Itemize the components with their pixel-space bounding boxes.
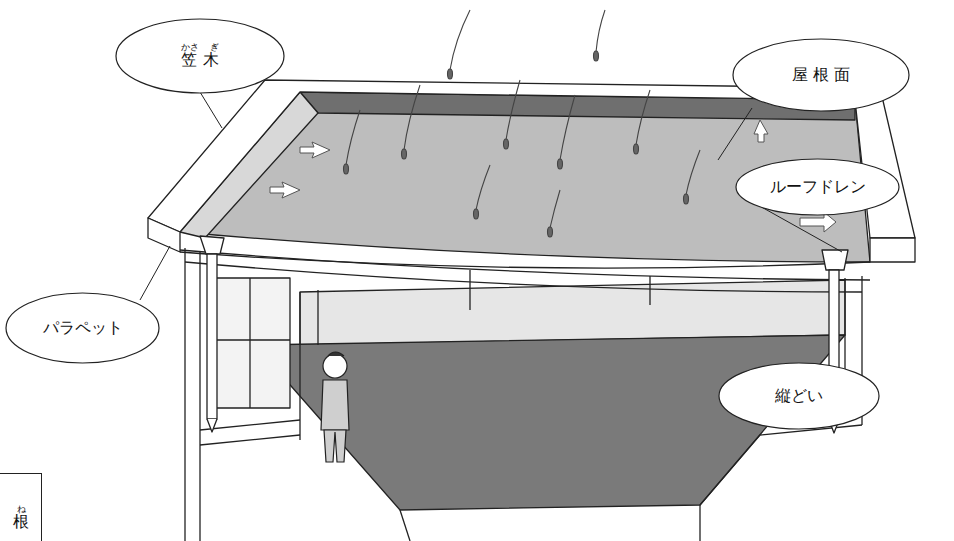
- rain-line: [596, 10, 605, 52]
- box-outline: [0, 474, 42, 541]
- rain: [344, 10, 701, 237]
- furigana: ね: [17, 505, 26, 514]
- raindrop: [474, 209, 479, 219]
- leader-line: [718, 108, 752, 160]
- person-body: [321, 380, 349, 430]
- floor-slab: [200, 435, 300, 445]
- parapet-front: [870, 238, 915, 262]
- bubble-outline: [6, 293, 159, 363]
- left-wall: [199, 252, 200, 541]
- callout-bubble: パラペット: [5, 292, 160, 364]
- leader-line: [200, 92, 222, 128]
- window-frame: [249, 278, 250, 408]
- leader-lines: [140, 92, 842, 390]
- window: [210, 278, 290, 408]
- downspout: [207, 254, 217, 419]
- callout-text: ルーフドレン: [770, 179, 866, 196]
- person-hair: [328, 352, 344, 356]
- person-head: [323, 354, 347, 378]
- rain-line: [560, 95, 575, 160]
- raindrop: [634, 144, 639, 154]
- rain-line: [346, 110, 360, 165]
- raindrop: [504, 139, 509, 149]
- rain-line: [450, 10, 470, 70]
- callout-text: 笠 木: [181, 52, 218, 69]
- floor-edge: [700, 425, 862, 505]
- callout-bubble: 縦どい: [718, 362, 880, 430]
- furigana: かさ ぎ: [181, 43, 220, 52]
- rain-line: [404, 85, 420, 150]
- callout-bubble: ルーフドレン: [735, 158, 900, 216]
- floor-edge: [400, 510, 410, 541]
- rain-line: [686, 150, 700, 195]
- column: [299, 292, 300, 440]
- roof-edge: [180, 252, 870, 268]
- raindrop: [594, 51, 599, 61]
- flow-arrow: [754, 120, 768, 142]
- callout-text: 縦どい: [775, 388, 823, 405]
- beam: [649, 276, 650, 305]
- bubble-outline: [736, 159, 899, 215]
- floor-edge: [699, 505, 700, 541]
- person: [321, 352, 349, 462]
- left-wall: [184, 248, 185, 541]
- window-frame: [210, 339, 290, 340]
- rain-line: [550, 190, 560, 228]
- raindrop: [402, 149, 407, 159]
- callout-text: パラペット: [43, 320, 123, 337]
- raindrop: [548, 227, 553, 237]
- parapet-front: [148, 218, 180, 252]
- person-legs: [324, 430, 346, 462]
- callout-text: 根: [13, 514, 29, 531]
- raindrop: [448, 69, 453, 79]
- bubble-outline: [733, 39, 909, 111]
- raindrop: [684, 194, 689, 204]
- rain-line: [476, 165, 490, 210]
- column: [317, 290, 318, 345]
- flow-arrow: [207, 419, 217, 432]
- bubble-outline: [116, 19, 284, 93]
- cut-off-label-box: ね根: [0, 473, 42, 541]
- leader-line: [140, 246, 170, 300]
- flow-arrow: [300, 142, 330, 158]
- flow-arrow: [270, 182, 300, 198]
- raindrop: [558, 159, 563, 169]
- callout-bubble: 屋 根 面: [732, 38, 910, 112]
- callout-bubble: かさ ぎ笠 木: [115, 18, 285, 94]
- rain-line: [506, 80, 520, 140]
- callout-text: 屋 根 面: [792, 67, 850, 84]
- raindrop: [344, 164, 349, 174]
- beam: [469, 270, 470, 310]
- rain-line: [636, 90, 650, 145]
- roof-drain: [200, 236, 224, 254]
- building: [148, 80, 915, 541]
- back-wall: [300, 280, 845, 345]
- roof-drain: [822, 250, 848, 270]
- bubble-outline: [719, 363, 879, 429]
